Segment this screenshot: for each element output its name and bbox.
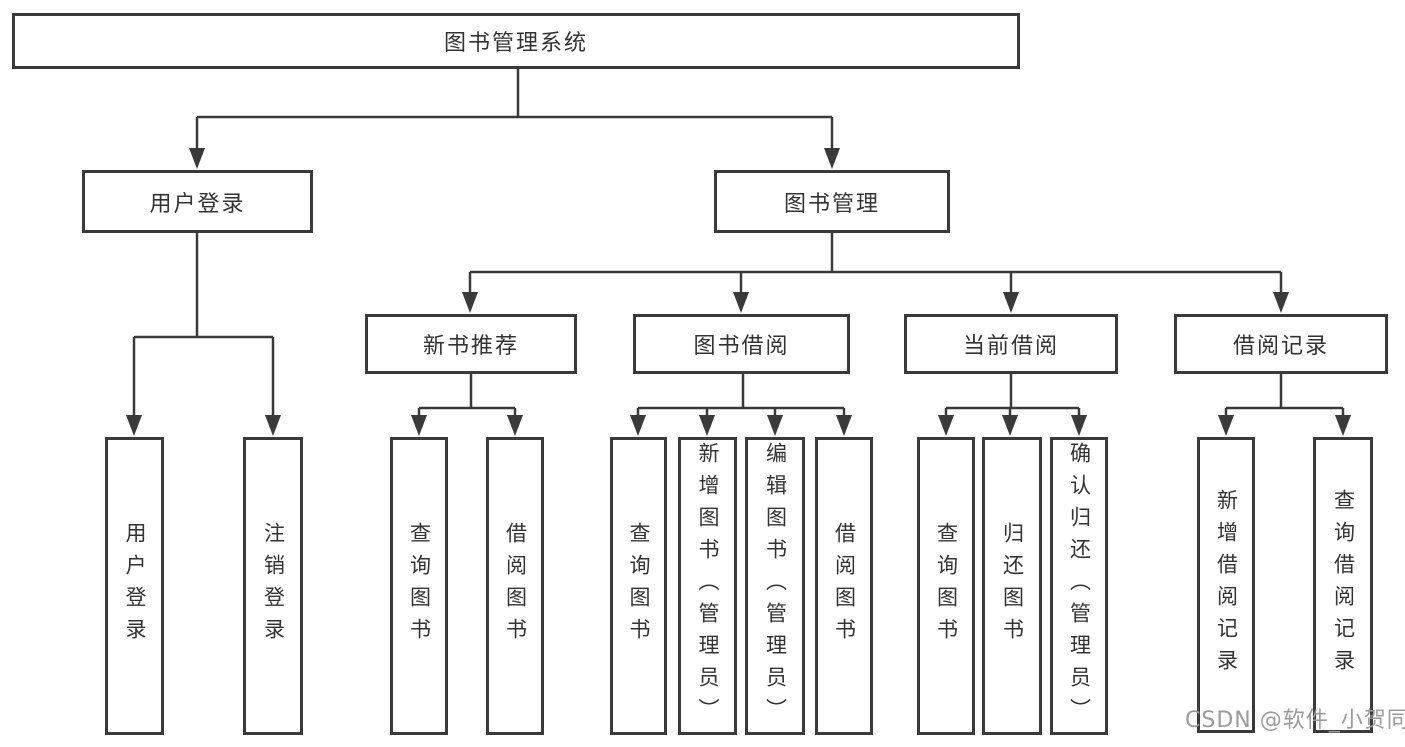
node-book-management: 图书管理 [714,170,950,233]
leaf-confirm-return-admin: 确认归还（管理员） [1050,437,1108,735]
leaf-borrow-books-label: 借阅图书 [832,522,857,650]
leaf-query-books-current-label: 查询图书 [934,522,959,650]
node-user-login-label: 用户登录 [149,191,246,217]
leaf-borrow-books-newbook-label: 借阅图书 [503,522,528,650]
leaf-user-login: 用户登录 [105,437,164,735]
connector-root-to-level2 [189,69,840,169]
leaf-add-borrow-record: 新增借阅记录 [1197,437,1255,733]
leaf-query-books-newbook-label: 查询图书 [407,522,432,650]
connector-currentborrow-to-leaves [938,374,1087,436]
leaf-add-book-admin-label: 新增图书（管理员） [696,442,720,730]
leaf-query-books-current: 查询图书 [917,437,975,735]
leaf-edit-book-admin: 编辑图书（管理员） [745,437,805,735]
leaf-query-borrow-record: 查询借阅记录 [1313,437,1373,733]
node-book-borrow: 图书借阅 [633,314,850,374]
leaf-borrow-books: 借阅图书 [815,437,873,735]
connector-userlogin-to-leaves [126,233,281,436]
connector-bookmgmt-to-level3 [462,233,1289,313]
node-current-borrow: 当前借阅 [904,314,1118,374]
node-borrow-records-label: 借阅记录 [1232,334,1329,359]
node-borrow-records: 借阅记录 [1174,314,1388,374]
leaf-confirm-return-admin-label: 确认归还（管理员） [1067,442,1092,730]
connector-bookborrow-to-leaves [630,374,852,436]
watermark-text: CSDN @软件_小贺同学 [1185,708,1405,733]
leaf-query-books-borrow: 查询图书 [610,437,667,735]
leaf-borrow-books-newbook: 借阅图书 [486,437,544,735]
leaf-logout: 注销登录 [243,437,303,735]
leaf-logout-label: 注销登录 [261,522,286,650]
connector-borrowrecords-to-leaves [1218,374,1351,436]
leaf-edit-book-admin-label: 编辑图书（管理员） [763,442,788,730]
connector-newbook-to-leaves [411,374,523,436]
leaf-return-book-label: 归还图书 [1000,522,1025,650]
leaf-add-book-admin: 新增图书（管理员） [678,437,737,735]
node-new-book-recommend: 新书推荐 [365,314,577,374]
leaf-user-login-label: 用户登录 [123,522,147,650]
node-root: 图书管理系统 [12,13,1020,69]
node-book-borrow-label: 图书借阅 [693,334,790,359]
leaf-query-books-newbook: 查询图书 [390,437,448,735]
node-book-management-label: 图书管理 [783,191,880,217]
leaf-add-borrow-record-label: 新增借阅记录 [1214,489,1239,681]
node-new-book-recommend-label: 新书推荐 [422,334,519,359]
leaf-query-books-borrow-label: 查询图书 [627,522,651,650]
node-user-login: 用户登录 [82,170,313,233]
leaf-query-borrow-record-label: 查询借阅记录 [1331,489,1356,681]
leaf-return-book: 归还图书 [982,437,1042,735]
node-root-label: 图书管理系统 [443,31,588,56]
node-current-borrow-label: 当前借阅 [962,334,1059,359]
